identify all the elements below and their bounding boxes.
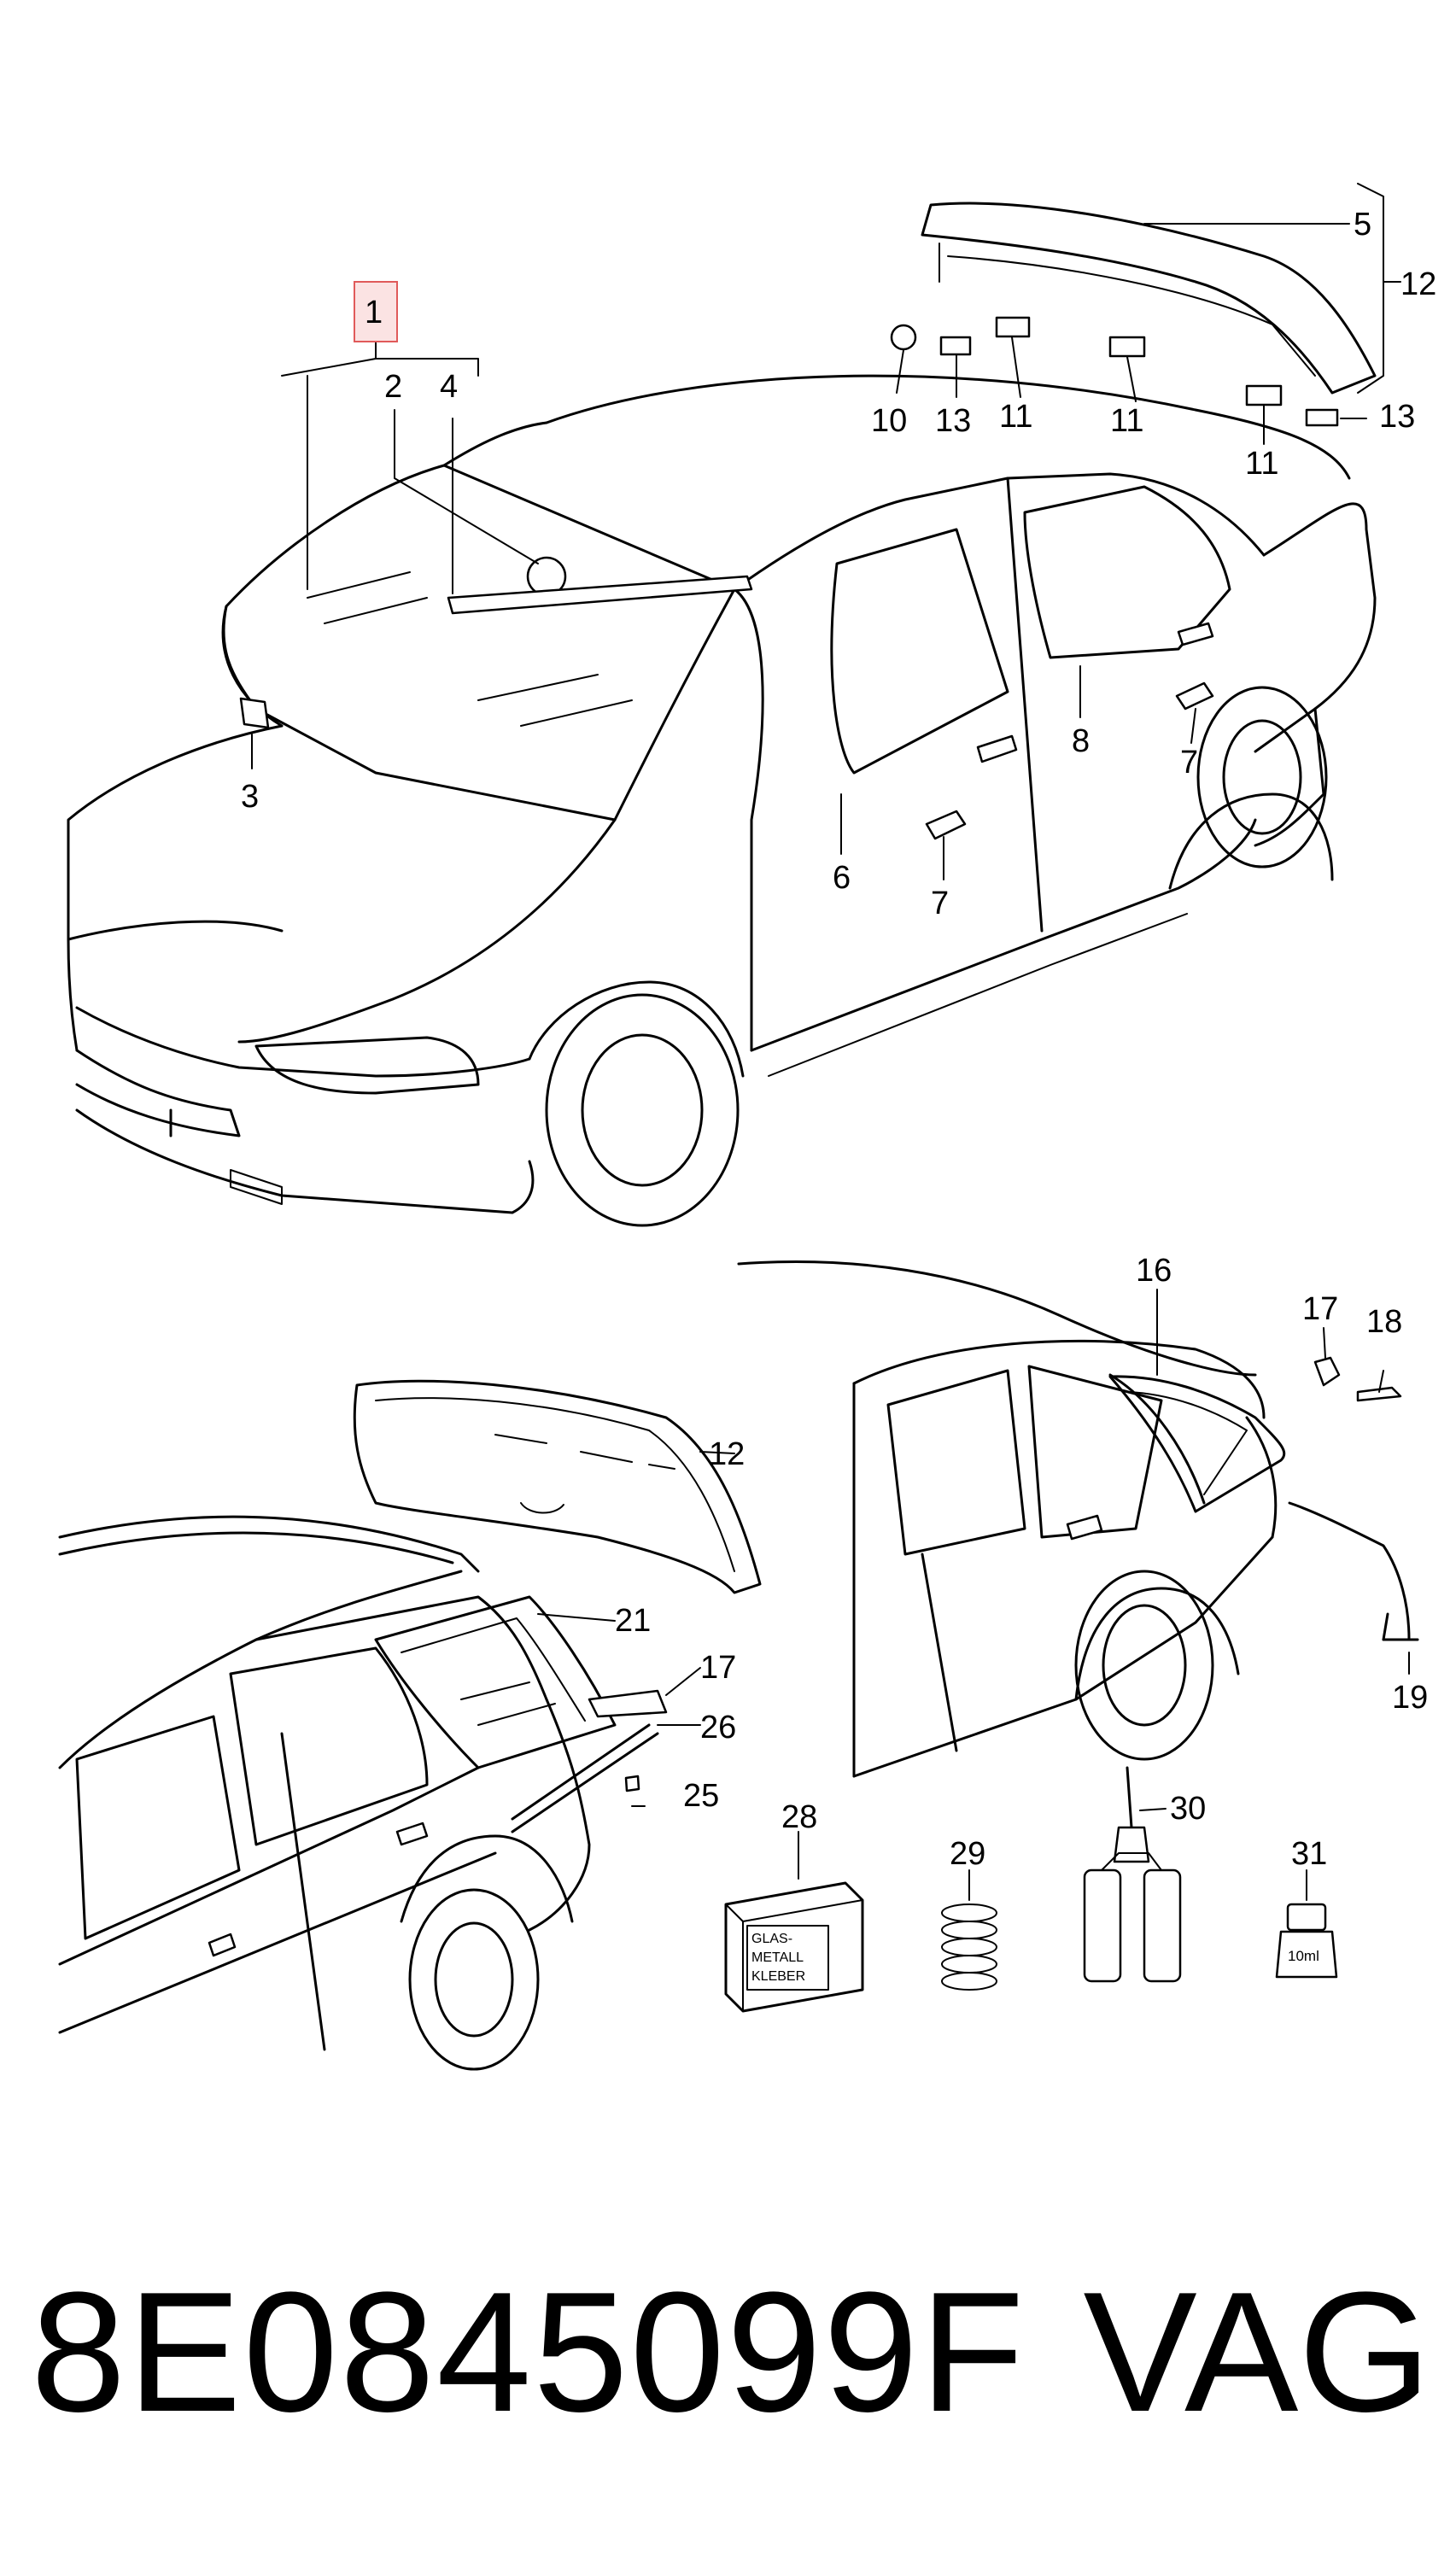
callout-16: 16 (1136, 1253, 1172, 1289)
part-number: 8E0845099F (31, 2257, 1026, 2447)
callout-26: 26 (700, 1710, 736, 1746)
callout-25: 25 (683, 1778, 719, 1814)
adhesive-box: GLAS- METALL KLEBER (724, 1831, 864, 2013)
callout-30: 30 (1170, 1791, 1206, 1827)
callout-13-left: 13 (935, 403, 971, 439)
callout-8: 8 (1072, 723, 1090, 759)
callout-17-right: 17 (1302, 1291, 1338, 1327)
highlight-box-part-1 (354, 281, 398, 342)
sedan-rear-illustration (737, 1260, 1278, 1778)
callout-13-right: 13 (1379, 399, 1415, 435)
pad-part-11b (1108, 336, 1146, 358)
cap-part-3 (239, 697, 270, 729)
sedan-illustration (67, 374, 1377, 1227)
callout-11-c: 11 (1245, 446, 1278, 482)
callout-12-top: 12 (1400, 266, 1436, 302)
callout-3: 3 (241, 779, 259, 815)
sedan-leader-lines (251, 183, 1401, 880)
callout-21: 21 (615, 1603, 651, 1639)
pad-part-11c (1245, 384, 1283, 406)
strip-part-4 (447, 575, 753, 615)
estate-leader-lines (537, 1451, 735, 1807)
callout-1: 1 (365, 295, 383, 330)
pad-part-13b (1305, 408, 1339, 427)
callout-6: 6 (833, 860, 851, 896)
sedan-rear-window (1108, 1356, 1419, 1641)
callout-2: 2 (384, 369, 402, 405)
box-label-line2: METALL (751, 1950, 804, 1965)
pad-part-13a (939, 336, 972, 356)
callout-12-bottom: 12 (709, 1436, 745, 1472)
pad-part-11a (995, 316, 1031, 338)
screw-part-7b (1175, 681, 1214, 710)
sedan-rear-leader-lines (1156, 1289, 1410, 1675)
callout-11-b: 11 (1110, 403, 1143, 439)
callout-31: 31 (1291, 1836, 1327, 1872)
box-label-line3: KLEBER (751, 1969, 805, 1984)
screw-part-7a (925, 810, 967, 840)
primer-bottle: 10ml (1275, 1869, 1338, 1979)
callout-4: 4 (440, 369, 458, 405)
adhesive-cartridge (1083, 1766, 1182, 1983)
callout-18: 18 (1366, 1304, 1402, 1340)
estate-quarter-window (374, 1595, 668, 1833)
callout-28: 28 (781, 1799, 817, 1835)
adhesive-coil (941, 1869, 997, 1991)
bottle-label: 10ml (1288, 1948, 1319, 1964)
box-label-line1: GLAS- (751, 1932, 792, 1946)
sedan-small-parts (239, 316, 1339, 840)
callout-7-left: 7 (931, 886, 949, 921)
estate-illustration (58, 1515, 591, 2071)
clip-part-10 (890, 324, 917, 351)
brand-name: VAG (1083, 2257, 1431, 2447)
callout-numbers: 1 2 4 3 5 12 10 13 11 11 11 13 8 7 6 7 1… (241, 207, 1436, 1872)
callout-29: 29 (950, 1836, 985, 1872)
estate-rear-glass (353, 1379, 762, 1594)
callout-11-a: 11 (999, 399, 1032, 435)
callout-5: 5 (1354, 207, 1371, 243)
callout-10: 10 (871, 403, 907, 439)
footer: 8E0845099F VAG (31, 2254, 1431, 2451)
callout-19: 19 (1392, 1680, 1428, 1716)
callout-7-right: 7 (1180, 745, 1198, 781)
rear-window-glass (921, 202, 1377, 395)
callout-17-left: 17 (700, 1650, 736, 1686)
